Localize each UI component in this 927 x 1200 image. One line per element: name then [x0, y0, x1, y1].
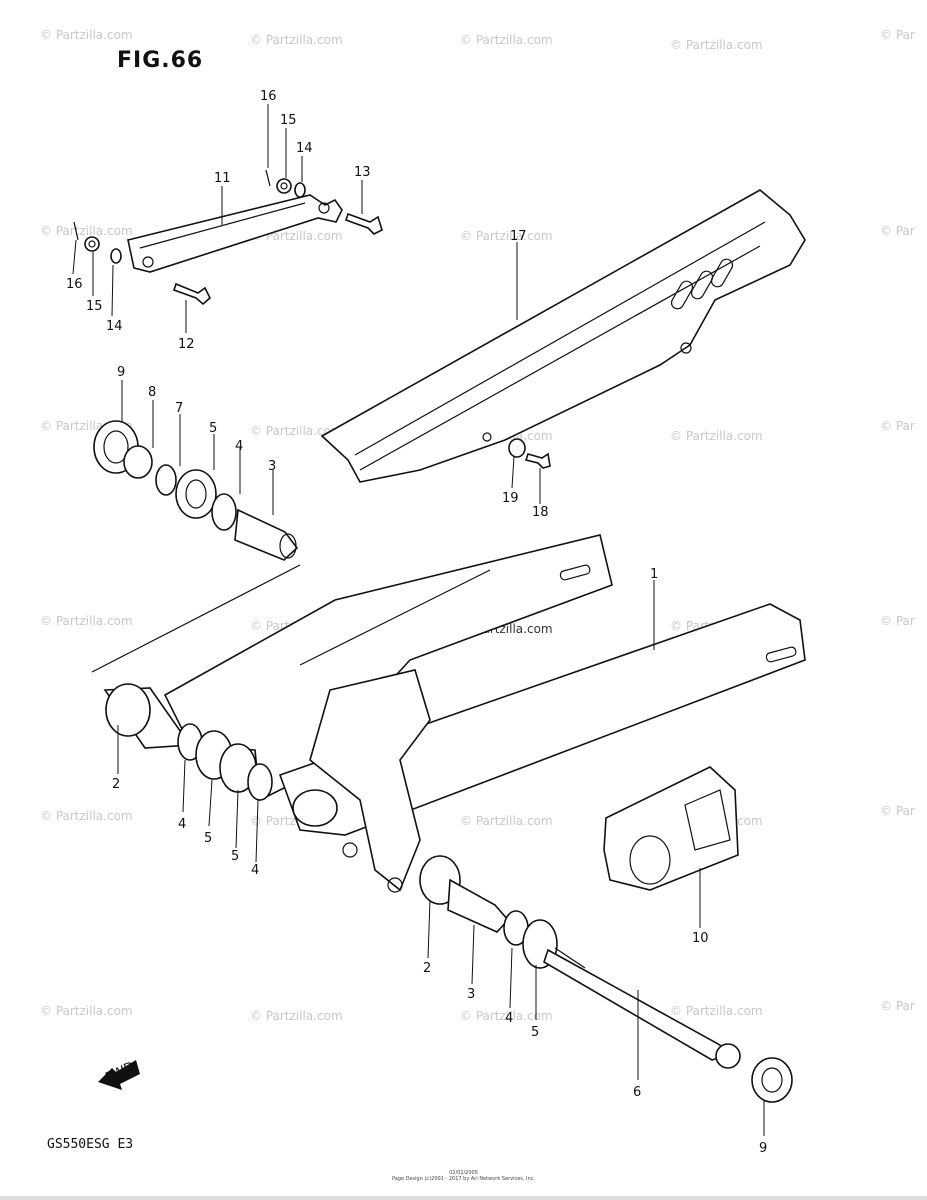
- bearing-part[interactable]: [175, 469, 217, 519]
- watermark-partial: © Par: [880, 28, 915, 42]
- figure-title: FIG.66: [117, 48, 204, 73]
- watermark: © Partzilla.com: [460, 1009, 553, 1023]
- bolt-part[interactable]: [172, 282, 211, 306]
- watermark: © Partzilla.com: [40, 614, 133, 628]
- watermark: © Partzilla.com: [670, 1004, 763, 1018]
- watermark: © Partzilla.com: [460, 33, 553, 47]
- watermark: © Partzilla.com: [460, 814, 553, 828]
- spacer-part[interactable]: [447, 878, 510, 933]
- part-callout: 4: [251, 863, 259, 878]
- part-callout: 16: [260, 89, 277, 104]
- part-callout: 12: [178, 337, 195, 352]
- part-callout: 6: [633, 1085, 641, 1100]
- bearing-part[interactable]: [103, 683, 192, 749]
- watermark: © Partzilla.com: [40, 809, 133, 823]
- part-callout: 7: [175, 401, 183, 416]
- part-callout: 5: [209, 421, 217, 436]
- watermark: © Partzilla.com: [40, 1004, 133, 1018]
- part-callout: 9: [759, 1141, 767, 1156]
- part-callout: 16: [66, 277, 83, 292]
- footer-date: 02/02/2005: [449, 1170, 478, 1176]
- washer-part[interactable]: [155, 464, 177, 496]
- chain-case-part[interactable]: [320, 189, 806, 483]
- part-callout: 5: [231, 849, 239, 864]
- washer-part[interactable]: [110, 248, 122, 264]
- part-callout: 18: [532, 505, 549, 520]
- watermark-partial: © Par: [880, 999, 915, 1013]
- nut-part[interactable]: [276, 178, 292, 194]
- spacer-part[interactable]: [234, 508, 299, 561]
- screw-part[interactable]: [524, 452, 551, 469]
- part-callout: 11: [214, 171, 231, 186]
- washer-part[interactable]: [211, 493, 237, 531]
- part-callout: 5: [531, 1025, 539, 1040]
- part-callout: 4: [235, 439, 243, 454]
- watermark: © Partzilla.com: [670, 429, 763, 443]
- nut-part[interactable]: [751, 1057, 793, 1103]
- washer-part[interactable]: [247, 763, 273, 801]
- part-callout: 5: [204, 831, 212, 846]
- part-callout: 8: [148, 385, 156, 400]
- part-callout: 14: [106, 319, 123, 334]
- part-callout: 3: [467, 987, 475, 1002]
- swingarm-part[interactable]: [163, 534, 806, 893]
- washer-part[interactable]: [508, 438, 526, 458]
- part-callout: 4: [178, 817, 186, 832]
- cotter-pin-part[interactable]: [265, 169, 271, 187]
- part-callout: 13: [354, 165, 371, 180]
- forward-arrow-icon: FWD: [98, 1059, 140, 1090]
- part-callout: 1: [650, 567, 658, 582]
- bolt-part[interactable]: [344, 212, 383, 235]
- watermark: © Partzilla.com: [250, 424, 343, 438]
- part-callout: 2: [112, 777, 120, 792]
- cotter-pin-part[interactable]: [73, 221, 79, 241]
- washer-part[interactable]: [294, 182, 306, 198]
- nut-part[interactable]: [123, 445, 153, 479]
- watermark: © Partzilla.com: [250, 1009, 343, 1023]
- watermark: © Partzilla.com: [40, 28, 133, 42]
- part-callout: 15: [86, 299, 103, 314]
- part-callout: 10: [692, 931, 709, 946]
- part-callout: 15: [280, 113, 297, 128]
- chain-guard-part[interactable]: [603, 766, 739, 891]
- watermark: © Partzilla.com: [250, 33, 343, 47]
- watermark: © Partzilla.com: [40, 224, 133, 238]
- watermark-partial: © Par: [880, 804, 915, 818]
- part-callout: 17: [510, 229, 527, 244]
- part-callout: 19: [502, 491, 519, 506]
- part-callout: 9: [117, 365, 125, 380]
- nut-part[interactable]: [84, 236, 100, 252]
- footer-copyright: Page Design (c)2001 - 2017 by Ari Networ…: [391, 1176, 536, 1182]
- watermark: © Partzilla.com: [670, 38, 763, 52]
- part-callout: 2: [423, 961, 431, 976]
- part-callout: 14: [296, 141, 313, 156]
- pivot-shaft-part[interactable]: [543, 947, 741, 1069]
- model-code: GS550ESG E3: [47, 1137, 134, 1152]
- bottom-border: [0, 1196, 927, 1200]
- watermark-partial: © Par: [880, 614, 915, 628]
- part-callout: 4: [505, 1011, 513, 1026]
- watermark: © Partzilla.com: [460, 229, 553, 243]
- torque-rod-part[interactable]: [127, 194, 343, 273]
- watermark-partial: © Par: [880, 419, 915, 433]
- part-callout: 3: [268, 459, 276, 474]
- watermark-partial: © Par: [880, 224, 915, 238]
